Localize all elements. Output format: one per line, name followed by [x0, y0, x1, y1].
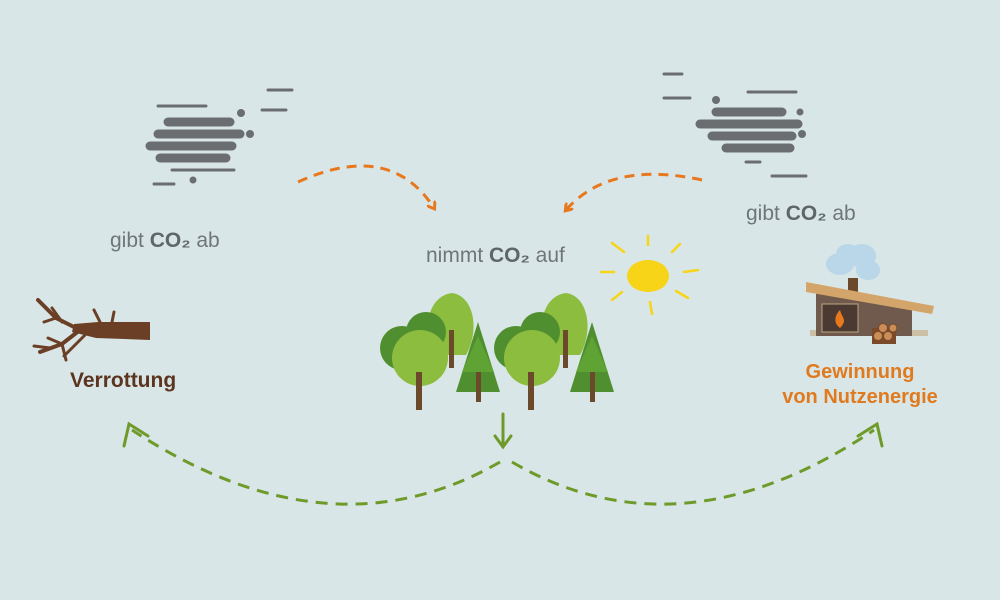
- label-suffix: ab: [826, 202, 856, 225]
- label-suffix: ab: [190, 229, 220, 252]
- arrow-cycle-right: [511, 421, 884, 506]
- energy-label: Gewinnung von Nutzenergie: [760, 360, 960, 410]
- arrow-down-icon: [493, 412, 513, 450]
- dead-branch-icon: [32, 298, 150, 362]
- arrow-cycle-left: [122, 421, 501, 506]
- label-suffix: auf: [529, 244, 565, 267]
- sun-icon: [599, 234, 700, 316]
- label-prefix: gibt: [746, 202, 786, 225]
- pine-tree-1: [456, 322, 500, 402]
- co2-label: CO₂: [149, 229, 191, 252]
- label-prefix: nimmt: [426, 244, 489, 267]
- energy-label-line1: Gewinnung: [805, 361, 915, 383]
- smoke-cloud-icon-left: [145, 88, 294, 186]
- smoke-cloud-icon-right: [662, 72, 808, 178]
- pine-tree-2: [570, 322, 614, 402]
- firewood-icon: [872, 323, 898, 344]
- label-emission-energy: gibt CO₂ ab: [746, 203, 856, 224]
- label-emission-decay: gibt CO₂ ab: [110, 230, 220, 251]
- decay-label: Verrottung: [70, 369, 177, 392]
- round-tree-1: [380, 312, 448, 410]
- co2-label: CO₂: [489, 244, 530, 267]
- co2-label: CO₂: [785, 202, 827, 225]
- energy-label-line2: von Nutzenergie: [782, 386, 938, 408]
- arrow-emission-left: [297, 164, 434, 208]
- round-tree-2: [494, 312, 560, 410]
- stove-house-icon: [806, 244, 934, 336]
- forest-icon: [380, 293, 614, 410]
- arrow-emission-right: [566, 172, 703, 210]
- label-absorption: nimmt CO₂ auf: [426, 245, 565, 266]
- label-prefix: gibt: [110, 229, 150, 252]
